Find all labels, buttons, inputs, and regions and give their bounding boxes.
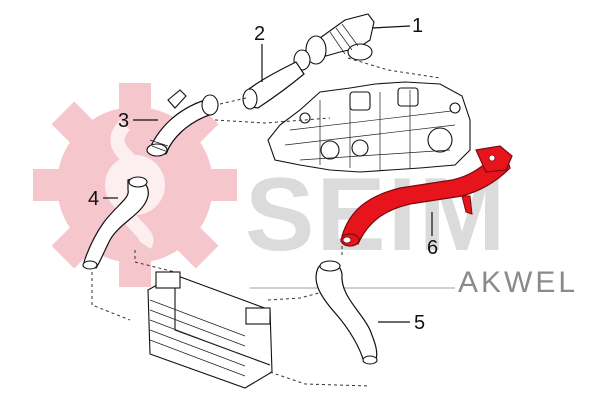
callout-1: 1 — [412, 15, 423, 37]
part-6-pipe-highlighted — [340, 145, 513, 247]
part-2-hose — [242, 61, 305, 110]
part-4-hose — [82, 176, 149, 270]
leader-1 — [371, 25, 411, 29]
callout-2: 2 — [254, 23, 265, 45]
callout-3: 3 — [118, 110, 129, 132]
watermark-akwel: AKWEL — [458, 266, 578, 299]
intake-manifold — [267, 81, 471, 173]
callout-5: 5 — [414, 312, 425, 334]
callout-6: 6 — [427, 237, 438, 259]
gear-logo-icon — [33, 83, 237, 287]
intercooler — [147, 271, 273, 389]
part-5-hose — [315, 260, 378, 365]
callout-4: 4 — [88, 188, 99, 210]
part-3-pipe — [146, 89, 219, 157]
part-1-connector — [293, 13, 375, 71]
